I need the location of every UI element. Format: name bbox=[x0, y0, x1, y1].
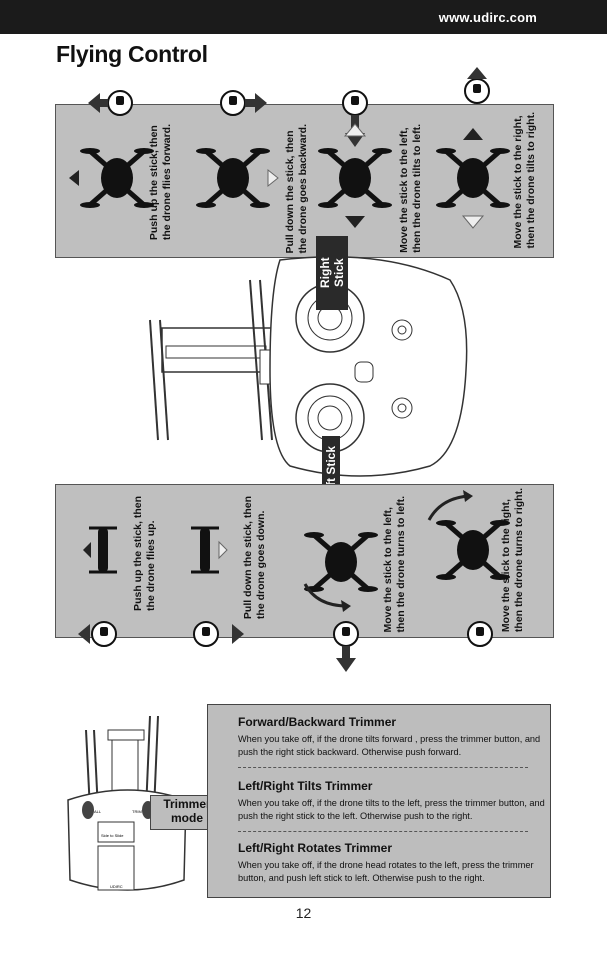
left-stick-caption-3: Move the stick to the left, then the dro… bbox=[382, 496, 407, 633]
right-stick-label: Right Stick bbox=[316, 236, 348, 310]
arrow-left-icon bbox=[78, 624, 90, 644]
right-stick-caption-2: Pull down the stick, then the drone goes… bbox=[284, 124, 309, 254]
left-stick-caption-4: Move the stick to the right, then the dr… bbox=[500, 488, 525, 633]
left-stick-caption-1: Push up the stick, then the drone flies … bbox=[132, 496, 157, 611]
svg-text:TRIM: TRIM bbox=[132, 809, 142, 814]
arrow-up-icon bbox=[467, 67, 487, 79]
stick-icon bbox=[467, 621, 493, 647]
trim-heading-1: Forward/Backward Trimmer bbox=[238, 715, 397, 729]
divider bbox=[238, 831, 528, 832]
drone-graphics-right bbox=[69, 123, 555, 229]
svg-text:UDIRC: UDIRC bbox=[110, 884, 123, 889]
svg-text:ALL: ALL bbox=[94, 809, 102, 814]
page-title: Flying Control bbox=[56, 41, 208, 67]
stick-icon bbox=[193, 621, 219, 647]
arrow-down-icon bbox=[336, 658, 356, 672]
arrow-right-icon bbox=[255, 93, 267, 113]
stick-icon bbox=[333, 621, 359, 647]
right-stick-caption-3: Move the stick to the left, then the dro… bbox=[398, 124, 423, 253]
trimmer-instructions-panel: Forward/Backward Trimmer When you take o… bbox=[207, 704, 551, 898]
right-stick-caption-1: Push up the stick, then the drone flies … bbox=[148, 124, 173, 241]
page-number: 12 bbox=[295, 905, 312, 921]
arrow-right-icon bbox=[232, 624, 244, 644]
divider bbox=[238, 767, 528, 768]
svg-text:Side to Slide: Side to Slide bbox=[101, 833, 124, 838]
arrow-left-icon bbox=[88, 93, 100, 113]
left-stick-indicators bbox=[78, 621, 493, 672]
right-stick-caption-4: Move the stick to the right, then the dr… bbox=[512, 112, 537, 249]
stick-icon bbox=[464, 78, 490, 104]
trim-text-2: When you take off, if the drone tilts to… bbox=[238, 798, 545, 821]
website-url: www.udirc.com bbox=[438, 10, 537, 25]
trim-text-1: When you take off, if the drone tilts fo… bbox=[238, 734, 541, 757]
trim-heading-3: Left/Right Rotates Trimmer bbox=[238, 841, 393, 855]
drone-graphics-left bbox=[83, 490, 555, 612]
trim-heading-2: Left/Right Tilts Trimmer bbox=[238, 779, 373, 793]
trim-text-3: When you take off, if the drone head rot… bbox=[238, 860, 534, 883]
stick-icon bbox=[91, 621, 117, 647]
remote-controller bbox=[149, 255, 468, 477]
top-bar: www.udirc.com bbox=[0, 0, 607, 34]
left-stick-caption-2: Pull down the stick, then the drone goes… bbox=[242, 496, 267, 620]
